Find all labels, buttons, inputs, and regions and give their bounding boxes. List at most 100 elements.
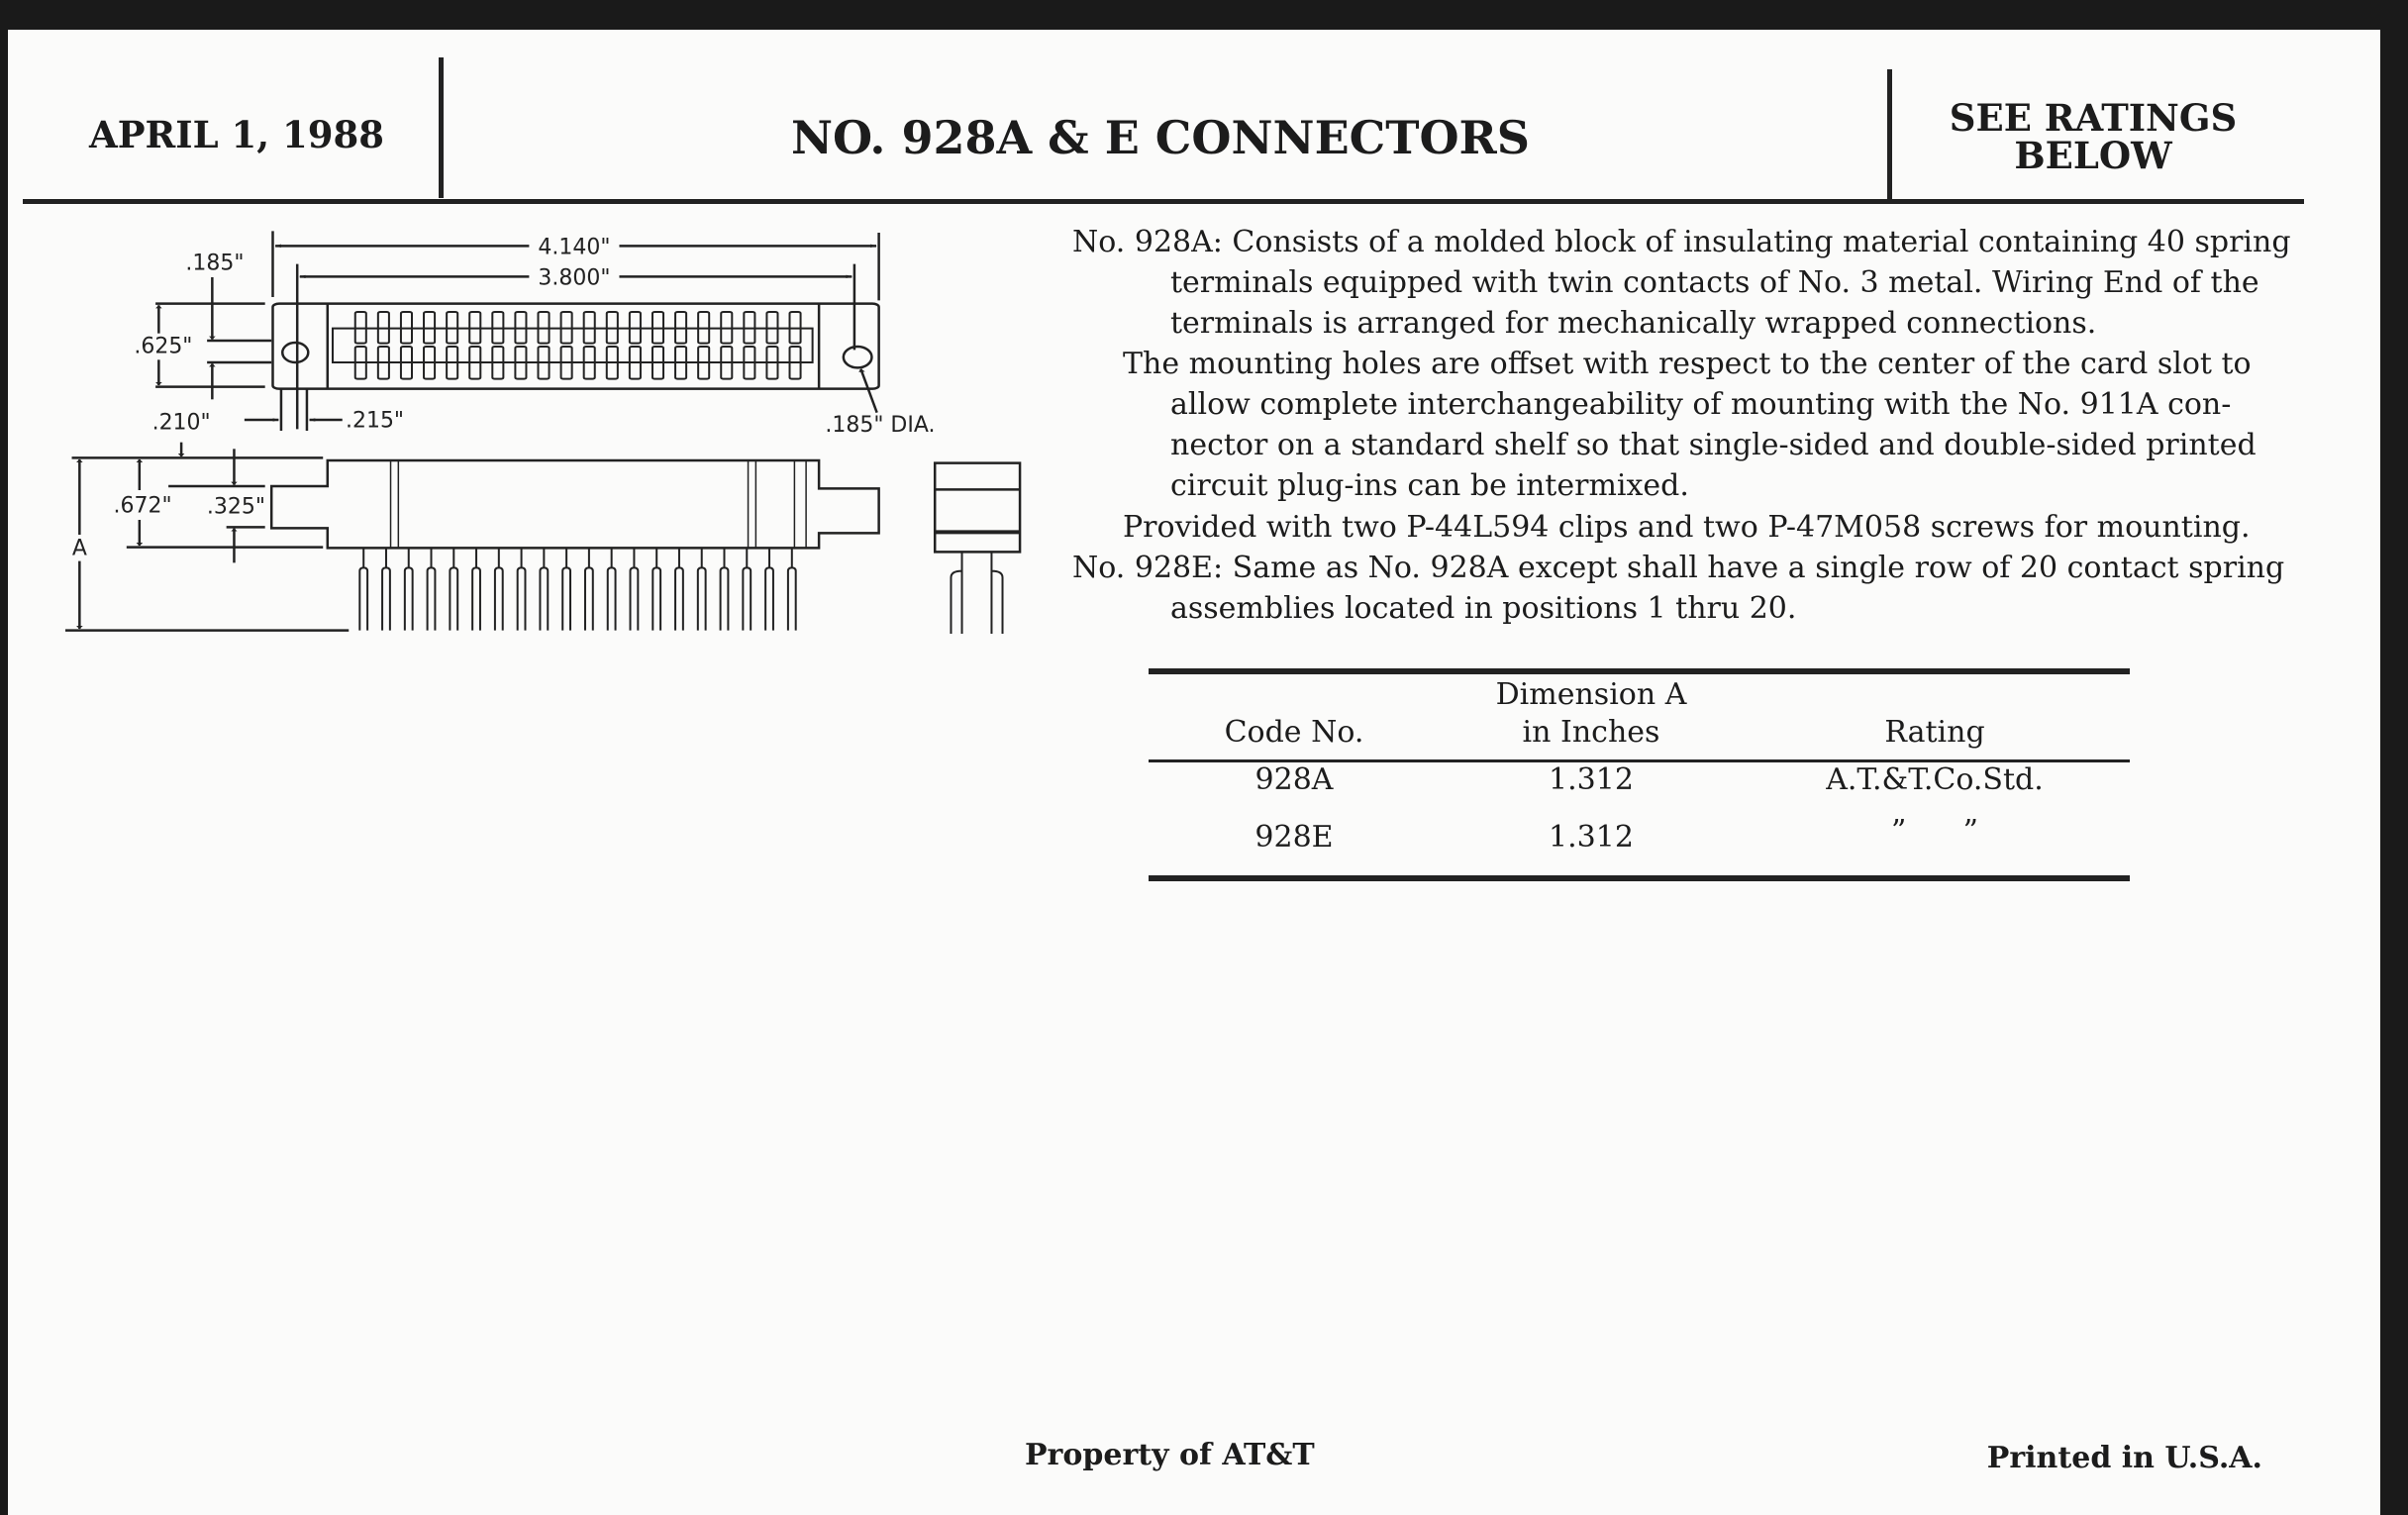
spring-contact [790, 312, 801, 344]
spring-contact [744, 312, 754, 344]
cell-rating: A.T.&T.Co.Std. [1826, 762, 2044, 797]
description-line: No. 928A: Consists of a molded block of … [1072, 225, 2291, 259]
header-date: APRIL 1, 1988 [89, 113, 384, 156]
spring-contact [652, 347, 663, 379]
spring-contact [492, 347, 503, 379]
mounting-hole-right [844, 347, 872, 367]
spring-contact [401, 347, 412, 379]
spring-contact [424, 347, 435, 379]
spring-contact [355, 347, 366, 379]
wrap-pin [743, 548, 751, 630]
wrap-pin [608, 548, 616, 630]
spring-contact [515, 347, 526, 379]
pin-array [359, 548, 795, 630]
description-line: circuit plug-ins can be intermixed. [1170, 468, 1689, 503]
dim-hole-edge: .215" [346, 409, 404, 434]
spring-contact [721, 347, 732, 379]
description-line: nector on a standard shelf so that singl… [1170, 428, 2257, 462]
dim-height: .672" [114, 493, 172, 518]
spring-contact [698, 312, 709, 344]
spring-contact [378, 347, 389, 379]
wrap-pin [450, 548, 457, 630]
description-line: assemblies located in positions 1 thru 2… [1170, 591, 1797, 626]
rating-note-line2: BELOW [2014, 134, 2172, 177]
spring-contact [447, 312, 457, 344]
dim-width: .625" [134, 335, 192, 359]
header-divider-right [1887, 69, 1892, 200]
dim-hole-spacing: 3.800" [538, 265, 610, 290]
spring-contact [790, 347, 801, 379]
spring-contact [607, 312, 618, 344]
header-rule [23, 199, 2304, 204]
wrap-pin [405, 548, 413, 630]
spring-contact [469, 347, 480, 379]
wrap-pin [788, 548, 796, 630]
cell-dimension: 1.312 [1549, 762, 1634, 797]
wrap-pin [472, 548, 480, 630]
wrap-pin [585, 548, 593, 630]
spring-contact [538, 347, 549, 379]
description-line: Provided with two P-44L594 clips and two… [1123, 510, 2251, 545]
footer-property: Property of AT&T [1025, 1438, 1315, 1472]
mounting-hole-left [282, 343, 308, 362]
dim-overall-length: 4.140" [538, 236, 610, 260]
dim-tab: .325" [207, 494, 265, 519]
wrap-pin [382, 548, 390, 630]
spring-contact [607, 347, 618, 379]
spring-contact [744, 347, 754, 379]
rating-note: SEE RATINGS BELOW [1895, 99, 2291, 174]
wrap-pin [359, 548, 367, 630]
spring-contact [424, 312, 435, 344]
spring-contact [766, 347, 777, 379]
contact-array [355, 312, 801, 379]
spring-contact [515, 312, 526, 344]
wrap-pin [631, 548, 639, 630]
spring-contact [492, 312, 503, 344]
header-dimension-line1: Dimension A [1495, 677, 1687, 712]
wrap-pin [540, 548, 548, 630]
wrap-pin [495, 548, 503, 630]
top-view-body [272, 304, 878, 389]
wrap-pin [562, 548, 570, 630]
table-bottom-rule [1149, 875, 2130, 881]
cell-code: 928E [1254, 820, 1334, 855]
wrap-pin [518, 548, 526, 630]
dim-hole-dia: .185" DIA. [825, 413, 935, 438]
description-line: terminals equipped with twin contacts of… [1170, 265, 2259, 300]
spring-contact [630, 347, 641, 379]
header-dimension-line2: in Inches [1522, 715, 1660, 750]
spring-contact [698, 347, 709, 379]
end-view-body [935, 463, 1020, 553]
dim-a: A [72, 537, 87, 561]
spring-contact [584, 312, 595, 344]
cell-code: 928A [1254, 762, 1334, 797]
wrap-pin [698, 548, 706, 630]
spring-contact [401, 312, 412, 344]
description-line: The mounting holes are offset with respe… [1123, 347, 2252, 381]
spring-contact [766, 312, 777, 344]
spring-contact [630, 312, 641, 344]
wrap-pin [652, 548, 660, 630]
spring-contact [675, 312, 686, 344]
page-title: NO. 928A & E CONNECTORS [791, 111, 1530, 164]
footer-printed: Printed in U.S.A. [1986, 1441, 2262, 1475]
cell-dimension: 1.312 [1549, 820, 1634, 855]
wrap-pin [428, 548, 436, 630]
description-line: No. 928E: Same as No. 928A except shall … [1072, 551, 2285, 585]
connector-drawing: 4.140" 3.800" .185" .625" .210" .215" .1… [40, 198, 1050, 654]
spring-contact [675, 347, 686, 379]
description-line: allow complete interchangeability of mou… [1170, 387, 2232, 422]
description-line: terminals is arranged for mechanically w… [1170, 306, 2097, 341]
dim-edge-hole: .210" [152, 410, 211, 435]
dim-hole-offset: .185" [185, 252, 244, 276]
cell-rating: ” ” [1891, 814, 1978, 849]
header-rating: Rating [1884, 715, 1985, 750]
spring-contact [561, 312, 572, 344]
spring-contact [721, 312, 732, 344]
table-top-rule [1149, 668, 2130, 674]
spring-contact [652, 312, 663, 344]
rating-note-line1: SEE RATINGS [1949, 96, 2238, 140]
spring-contact [447, 347, 457, 379]
table-header-rule [1149, 759, 2130, 762]
spring-contact [561, 347, 572, 379]
